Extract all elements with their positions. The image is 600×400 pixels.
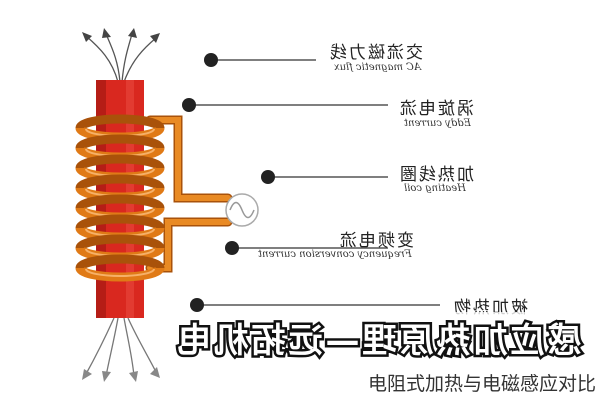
flux-arrowheads-bottom bbox=[82, 367, 160, 382]
coil-turn-back bbox=[75, 134, 165, 150]
coil-turn-back bbox=[75, 234, 165, 250]
image-caption: 电阻式加热与电磁感应对比 bbox=[367, 373, 596, 395]
coil-turn-back bbox=[75, 114, 165, 130]
pointer-dots bbox=[182, 53, 275, 312]
coil-turn-back bbox=[75, 214, 165, 230]
coil-turn-back bbox=[75, 254, 165, 270]
label-ac-magnetic-flux-en: AC magnetic flux bbox=[334, 62, 422, 73]
label-ac-magnetic-flux-cn: 交流磁力线 bbox=[328, 43, 423, 63]
label-heating-coil-cn: 加热线圈 bbox=[398, 165, 474, 185]
heating-coil-turns bbox=[75, 114, 165, 282]
flux-arrowheads-top bbox=[82, 28, 160, 43]
title-banner: 感应加热原理—远拓机电 bbox=[172, 319, 584, 364]
label-eddy-current-cn: 涡旋电流 bbox=[398, 99, 474, 119]
pointer-lines bbox=[189, 59, 440, 306]
coil-turn-back bbox=[75, 154, 165, 170]
coil-turn-highlight bbox=[85, 268, 155, 277]
coil-turn-back bbox=[75, 174, 165, 190]
label-frequency-conversion-current-cn: 变频电流 bbox=[338, 231, 414, 251]
flux-arrows-bottom bbox=[85, 317, 157, 377]
label-heating-coil-en: Heating coil bbox=[404, 183, 466, 194]
label-frequency-conversion-current-en: Frequency conversion current bbox=[258, 249, 412, 260]
flux-arrows-top bbox=[85, 33, 157, 83]
label-eddy-current-en: Eddy current bbox=[404, 118, 471, 129]
coil-turn-back bbox=[75, 194, 165, 210]
ac-source-icon bbox=[225, 193, 259, 227]
title-banner-backdrop bbox=[165, 312, 595, 368]
